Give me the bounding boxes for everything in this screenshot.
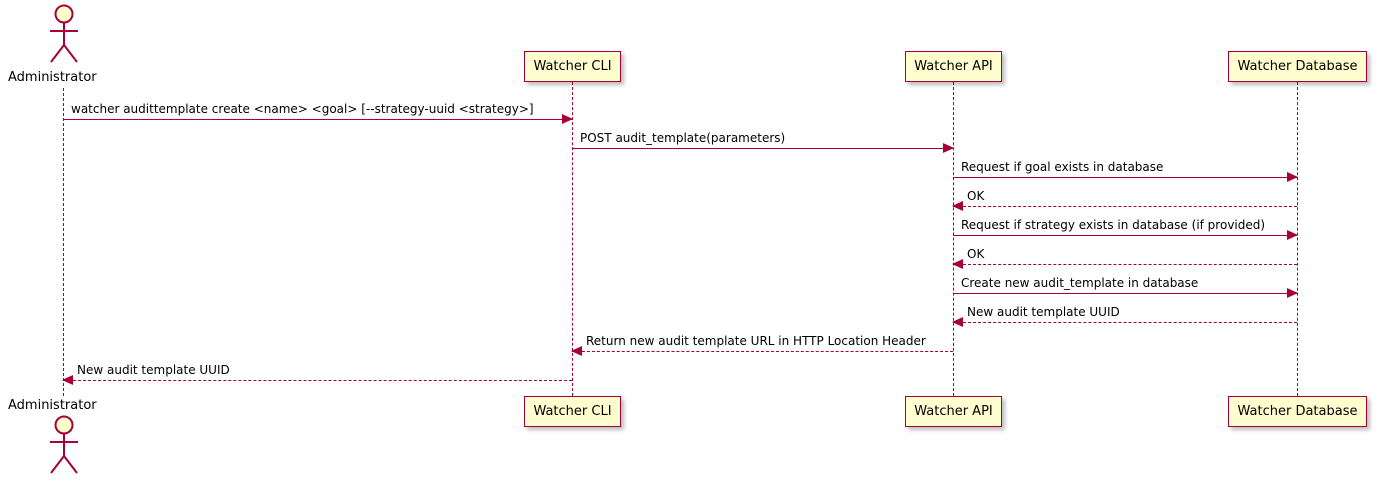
participant-label-watcher-cli: Watcher CLI (533, 404, 612, 419)
message-line (63, 119, 572, 120)
arrowhead-right-icon (562, 114, 573, 124)
participant-box-watcher-db-top[interactable]: Watcher Database (1228, 51, 1367, 82)
participant-box-watcher-cli-top[interactable]: Watcher CLI (524, 51, 621, 82)
arrowhead-right-icon (1287, 230, 1298, 240)
message-line (953, 235, 1297, 236)
stick-figure-icon (50, 415, 78, 474)
lifeline-watcher-api (953, 82, 954, 396)
participant-label-watcher-db: Watcher Database (1237, 404, 1358, 419)
message-label-5: Request if strategy exists in database (… (961, 218, 1266, 232)
message-label-4: OK (967, 189, 985, 203)
participant-box-watcher-api-bottom[interactable]: Watcher API (905, 396, 1002, 427)
participant-label-watcher-db: Watcher Database (1237, 59, 1358, 74)
participant-label-watcher-api: Watcher API (914, 59, 993, 74)
message-label-7: Create new audit_template in database (961, 276, 1199, 290)
stick-figure-icon (50, 4, 78, 63)
message-label-10: New audit template UUID (77, 363, 230, 377)
arrowhead-right-icon (1287, 288, 1298, 298)
actor-label-administrator-top: Administrator (8, 70, 97, 85)
participant-label-watcher-cli: Watcher CLI (533, 59, 612, 74)
message-line (63, 380, 572, 381)
lifeline-administrator (63, 88, 64, 396)
arrowhead-left-icon (952, 201, 963, 211)
message-line (953, 206, 1297, 207)
message-line (953, 293, 1297, 294)
message-label-9: Return new audit template URL in HTTP Lo… (586, 334, 926, 348)
arrowhead-left-icon (62, 375, 73, 385)
message-label-3: Request if goal exists in database (961, 160, 1164, 174)
lifeline-watcher-cli (572, 82, 573, 396)
message-line (953, 322, 1297, 323)
message-label-8: New audit template UUID (967, 305, 1120, 319)
arrowhead-left-icon (952, 259, 963, 269)
participant-box-watcher-cli-bottom[interactable]: Watcher CLI (524, 396, 621, 427)
actor-administrator-bottom (38, 414, 90, 476)
message-label-6: OK (967, 247, 985, 261)
actor-label-administrator-bottom: Administrator (8, 398, 97, 413)
message-line (953, 177, 1297, 178)
actor-administrator-top (38, 3, 90, 65)
message-label-1: watcher audittemplate create <name> <goa… (71, 102, 534, 116)
arrowhead-left-icon (571, 346, 582, 356)
arrowhead-left-icon (952, 317, 963, 327)
message-line (572, 351, 953, 352)
participant-label-watcher-api: Watcher API (914, 404, 993, 419)
arrowhead-right-icon (1287, 172, 1298, 182)
message-line (953, 264, 1297, 265)
participant-box-watcher-db-bottom[interactable]: Watcher Database (1228, 396, 1367, 427)
participant-box-watcher-api-top[interactable]: Watcher API (905, 51, 1002, 82)
message-line (572, 148, 953, 149)
arrowhead-right-icon (943, 143, 954, 153)
message-label-2: POST audit_template(parameters) (580, 131, 786, 145)
